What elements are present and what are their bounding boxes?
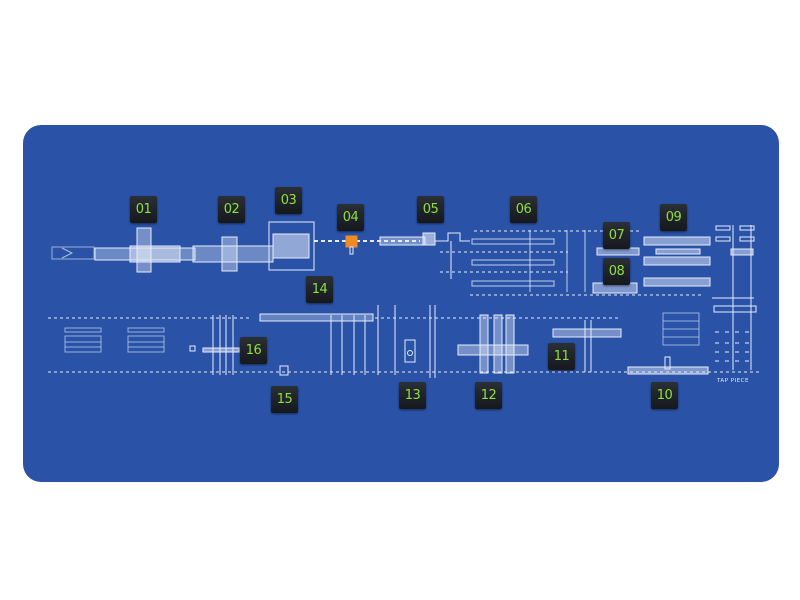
machine-06-beds: [471, 230, 586, 292]
station-label-05[interactable]: 05: [417, 196, 444, 223]
station-label-11[interactable]: 11: [548, 343, 575, 370]
machine-13: [377, 305, 436, 378]
station-label-04[interactable]: 04: [337, 204, 364, 231]
station-label-16[interactable]: 16: [240, 337, 267, 364]
station-label-07[interactable]: 07: [603, 222, 630, 249]
machine-10: [627, 356, 709, 375]
machine-01: [129, 227, 181, 273]
tap-piece-annotation: TAP PIECE: [717, 378, 749, 384]
machine-11: [552, 320, 622, 372]
machine-04: [314, 235, 420, 255]
station-label-08[interactable]: 08: [603, 258, 630, 285]
station-label-03[interactable]: 03: [275, 187, 302, 214]
machine-03: [268, 221, 315, 271]
station-label-12[interactable]: 12: [475, 382, 502, 409]
station-label-15[interactable]: 15: [271, 386, 298, 413]
station-label-02[interactable]: 02: [218, 196, 245, 223]
machine-09: [643, 236, 711, 287]
station-label-01[interactable]: 01: [130, 196, 157, 223]
lower-conveyors: [48, 317, 760, 373]
machine-02: [192, 236, 274, 272]
station-label-13[interactable]: 13: [399, 382, 426, 409]
machine-12: [457, 314, 529, 374]
tap-piece-station: [712, 225, 757, 370]
station-label-06[interactable]: 06: [510, 196, 537, 223]
station-label-09[interactable]: 09: [660, 204, 687, 231]
layout-panel: [23, 125, 779, 482]
pallet-stacks: [64, 312, 700, 353]
station-label-14[interactable]: 14: [306, 276, 333, 303]
machine-14-16: [189, 313, 374, 376]
station-label-10[interactable]: 10: [651, 382, 678, 409]
machine-05: [379, 232, 470, 279]
